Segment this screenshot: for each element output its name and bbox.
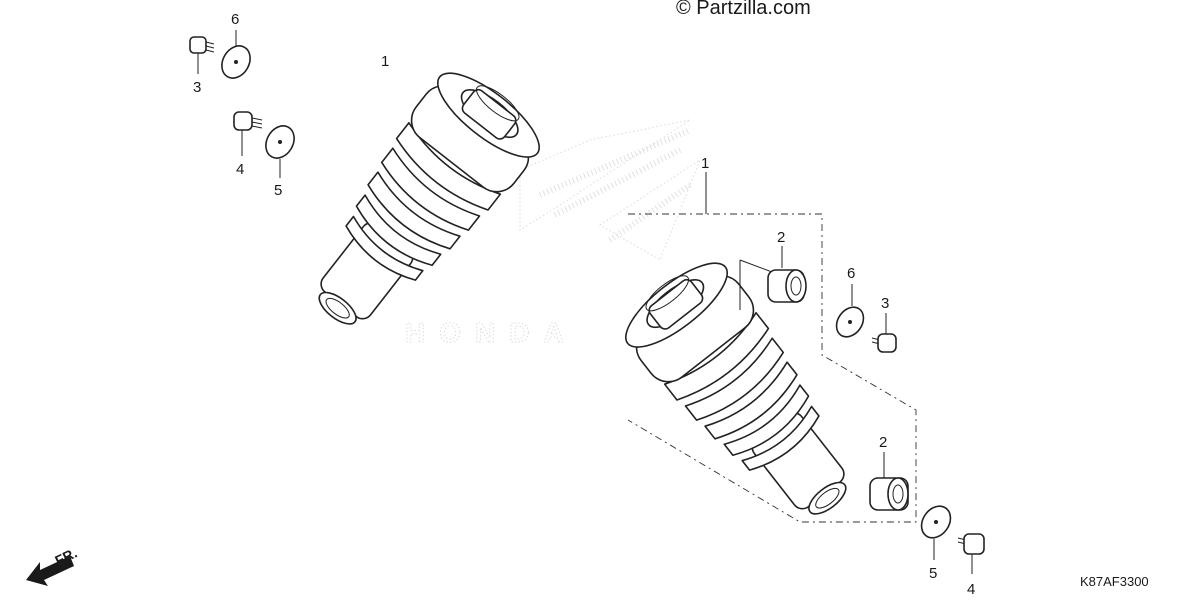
callout-washer-right[interactable]: 6: [847, 265, 855, 282]
callout-washer-lower-left[interactable]: 5: [274, 182, 282, 199]
callout-bolt-upper-left[interactable]: 3: [193, 79, 201, 96]
washer-upper-left[interactable]: [216, 30, 256, 83]
callout-washer-upper-left[interactable]: 6: [231, 11, 239, 28]
callout-washer-lower-right[interactable]: 5: [929, 565, 937, 582]
arrow-down-left-icon: [26, 556, 74, 586]
bush-lower[interactable]: [869, 452, 909, 511]
washer-lower-right[interactable]: [916, 501, 957, 560]
bolt-lower-left[interactable]: [233, 111, 263, 156]
washer-right[interactable]: [831, 284, 869, 342]
washer-lower-left[interactable]: [260, 121, 300, 178]
honda-logo-watermark: HONDA: [405, 119, 702, 349]
copyright-watermark: © Partzilla.com: [676, 0, 811, 19]
callout-bolt-lower-right[interactable]: 4: [967, 581, 975, 598]
callout-bush-upper[interactable]: 2: [777, 229, 785, 246]
callout-bolt-right[interactable]: 3: [881, 295, 889, 312]
callout-bush-lower[interactable]: 2: [879, 434, 887, 451]
bolt-upper-left[interactable]: [189, 36, 215, 74]
bush-upper[interactable]: [739, 246, 807, 310]
honda-logo-text: HONDA: [405, 317, 578, 348]
shock-absorber-right[interactable]: [613, 248, 882, 544]
exploded-assembly-box: [627, 172, 917, 523]
bolt-right[interactable]: [871, 313, 897, 353]
bolt-lower-right[interactable]: [957, 533, 985, 574]
callout-shock-right[interactable]: 1: [701, 155, 709, 172]
front-indicator: FR.: [26, 544, 80, 586]
callout-bolt-lower-left[interactable]: 4: [236, 161, 244, 178]
callout-shock-left[interactable]: 1: [381, 53, 389, 70]
shock-absorber-left[interactable]: [283, 58, 552, 354]
diagram-code: K87AF3300: [1080, 574, 1149, 589]
